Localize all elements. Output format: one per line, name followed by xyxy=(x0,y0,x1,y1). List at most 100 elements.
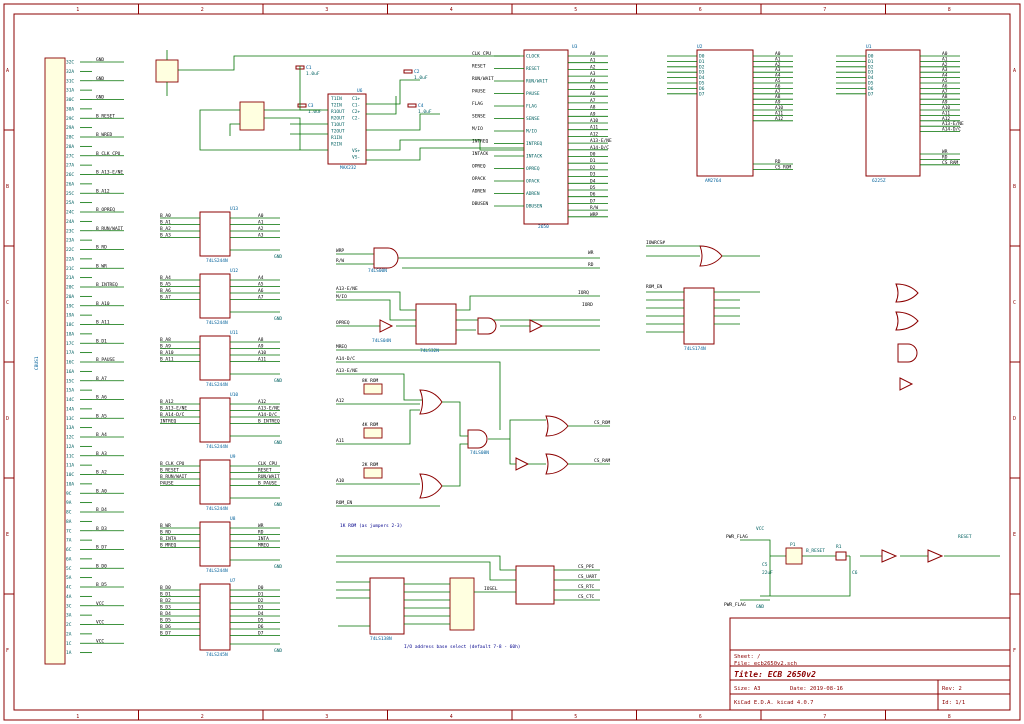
connector-pin: 4A xyxy=(66,594,72,600)
chip-net: A3 xyxy=(775,67,781,73)
logic-net-label: ROM_EN xyxy=(336,500,353,506)
cpu-part: 2650 xyxy=(538,224,549,230)
connector-net: B_RD xyxy=(96,245,107,251)
gate-u17 xyxy=(699,245,723,267)
max232-pin: T1OUT xyxy=(331,122,345,128)
jumper-2k xyxy=(363,467,383,479)
rom-chip: U2 AM2764 D0D1D2D3D4D5D6D7A0A1A2A3A4A5A6… xyxy=(667,44,793,184)
chip-pin: D3 xyxy=(699,70,705,76)
buffer-out-net: A4 xyxy=(258,275,264,281)
reset-label: RESET xyxy=(958,534,972,540)
chip-net: A4 xyxy=(775,73,781,79)
logic-net-label: CS_ROM xyxy=(594,420,611,426)
chip-pin: D7 xyxy=(868,91,874,97)
buffer-in-net: PAUSE xyxy=(160,481,174,487)
rom-body xyxy=(696,49,754,177)
chip-net: A11 xyxy=(775,110,783,116)
gate-cs-rom xyxy=(545,415,569,437)
tb-rev: Rev: 2 xyxy=(942,686,962,692)
buffer-in-net: B_A4 xyxy=(160,275,171,281)
connector-net: VCC xyxy=(96,638,104,644)
logic-net-label: CS_RTC xyxy=(578,584,595,590)
logic-net-label: 8K ROM xyxy=(362,378,379,384)
border-col-top: 8 xyxy=(948,7,951,13)
logic-net-label: M/IO xyxy=(336,294,347,300)
glue-logic: WRPR/WA13-E/NEM/IOOPREQMREQA14-D/CA13-E/… xyxy=(336,240,919,650)
buffer-in-net: B_RUN/WAIT xyxy=(160,474,187,480)
reset-inverter-2 xyxy=(927,549,944,563)
connector-pin: 2C xyxy=(66,622,72,628)
border-col-top: 5 xyxy=(574,7,577,13)
border-col-bottom: 7 xyxy=(823,714,826,720)
buffer-in-net: B_A1 xyxy=(160,220,171,226)
chip-net: A6 xyxy=(942,83,948,89)
decoder-74ls138 xyxy=(369,577,405,635)
chip-net: DBUSEN xyxy=(472,201,489,207)
max232-pin: R2IN xyxy=(331,142,342,148)
capacitor-value: 1.0uF xyxy=(308,109,322,115)
logic-net-label: R/W xyxy=(336,258,344,264)
border-row-right: E xyxy=(1013,532,1016,538)
connector-pin: 17C xyxy=(66,341,74,347)
cpu-2650: U3 2650 CLOCKCLK_CPURESETRESETRUN/WAITRU… xyxy=(472,44,612,230)
chip-net: OPREQ xyxy=(472,164,486,170)
connector-net: GND xyxy=(96,95,104,101)
buffer-out-net: A9 xyxy=(258,344,264,350)
connector-net: B_A10 xyxy=(96,301,110,307)
chip-net: A8 xyxy=(775,94,781,100)
buffer-in-net: B_RD xyxy=(160,530,171,536)
capacitor-ref: C1 xyxy=(306,65,312,71)
buffer-out-net: D5 xyxy=(258,618,264,624)
chip-net: WR xyxy=(942,149,948,155)
chip-net: A10 xyxy=(590,118,598,124)
connector-pin: 1C xyxy=(66,641,72,647)
gnd-label: GND xyxy=(274,316,282,322)
border-row-right: F xyxy=(1013,648,1016,654)
chip-net: PAUSE xyxy=(472,89,486,95)
tb-title: Title: ECB 2650v2 xyxy=(734,669,816,679)
logic-net-label: CS_RAM xyxy=(594,458,611,464)
connector-ref: CBUS1 xyxy=(34,356,40,370)
chip-net: ADREN xyxy=(472,189,486,195)
max232-chip: U6 MAX232 C1+C1-C2+C2-T1OUTT2OUTR1INR2IN… xyxy=(295,65,432,171)
buffer-out-net: B_INTREQ xyxy=(258,419,280,425)
border-col-top: 4 xyxy=(450,7,453,13)
buffer-chip xyxy=(199,335,231,381)
chip-net: A12 xyxy=(942,116,950,122)
buffer-in-net: B_A2 xyxy=(160,226,171,232)
border-col-top: 7 xyxy=(823,7,826,13)
connector-pin: 24C xyxy=(66,210,74,216)
connector-pin: 22A xyxy=(66,256,74,262)
buffer-chip xyxy=(199,273,231,319)
max232-pin: T2IN xyxy=(331,103,342,109)
buffer-out-net: A12 xyxy=(258,399,266,405)
connector-net: B_CLK_CPU xyxy=(96,151,121,157)
buffer-in-net: B_D0 xyxy=(160,585,171,591)
chip-net: RUN/WAIT xyxy=(472,76,494,82)
chip-pin: ADREN xyxy=(526,191,540,197)
logic-net-label: OPREQ xyxy=(336,320,350,326)
gate-u7b xyxy=(373,247,399,269)
buffer-in-net: B_A8 xyxy=(160,337,171,343)
logic-net-label: IORD xyxy=(582,302,593,308)
chip-pin: CLOCK xyxy=(526,54,540,60)
connector-pin: 13A xyxy=(66,425,74,431)
connector-pin: 12A xyxy=(66,444,74,450)
connector-pin: 24A xyxy=(66,219,74,225)
connector-net: B_A5 xyxy=(96,413,107,419)
border-row-left: C xyxy=(6,300,9,306)
connector-pin: 2A xyxy=(66,631,72,637)
buffer-out-net: CLK_CPU xyxy=(258,461,277,467)
connector-pin: 29A xyxy=(66,125,74,131)
logic-net-label: A13-E/NE xyxy=(336,368,358,374)
max232-body xyxy=(327,93,367,165)
chip-net: D5 xyxy=(590,185,596,191)
buffer-in-net: B_INTA xyxy=(160,536,177,542)
connector-pin: 22C xyxy=(66,247,74,253)
chip-net: RD xyxy=(942,154,948,160)
chip-net: FLAG xyxy=(472,101,483,107)
border-col-bottom: 6 xyxy=(699,714,702,720)
buffer-out-net: D1 xyxy=(258,592,264,598)
buffer-chip xyxy=(199,459,231,505)
